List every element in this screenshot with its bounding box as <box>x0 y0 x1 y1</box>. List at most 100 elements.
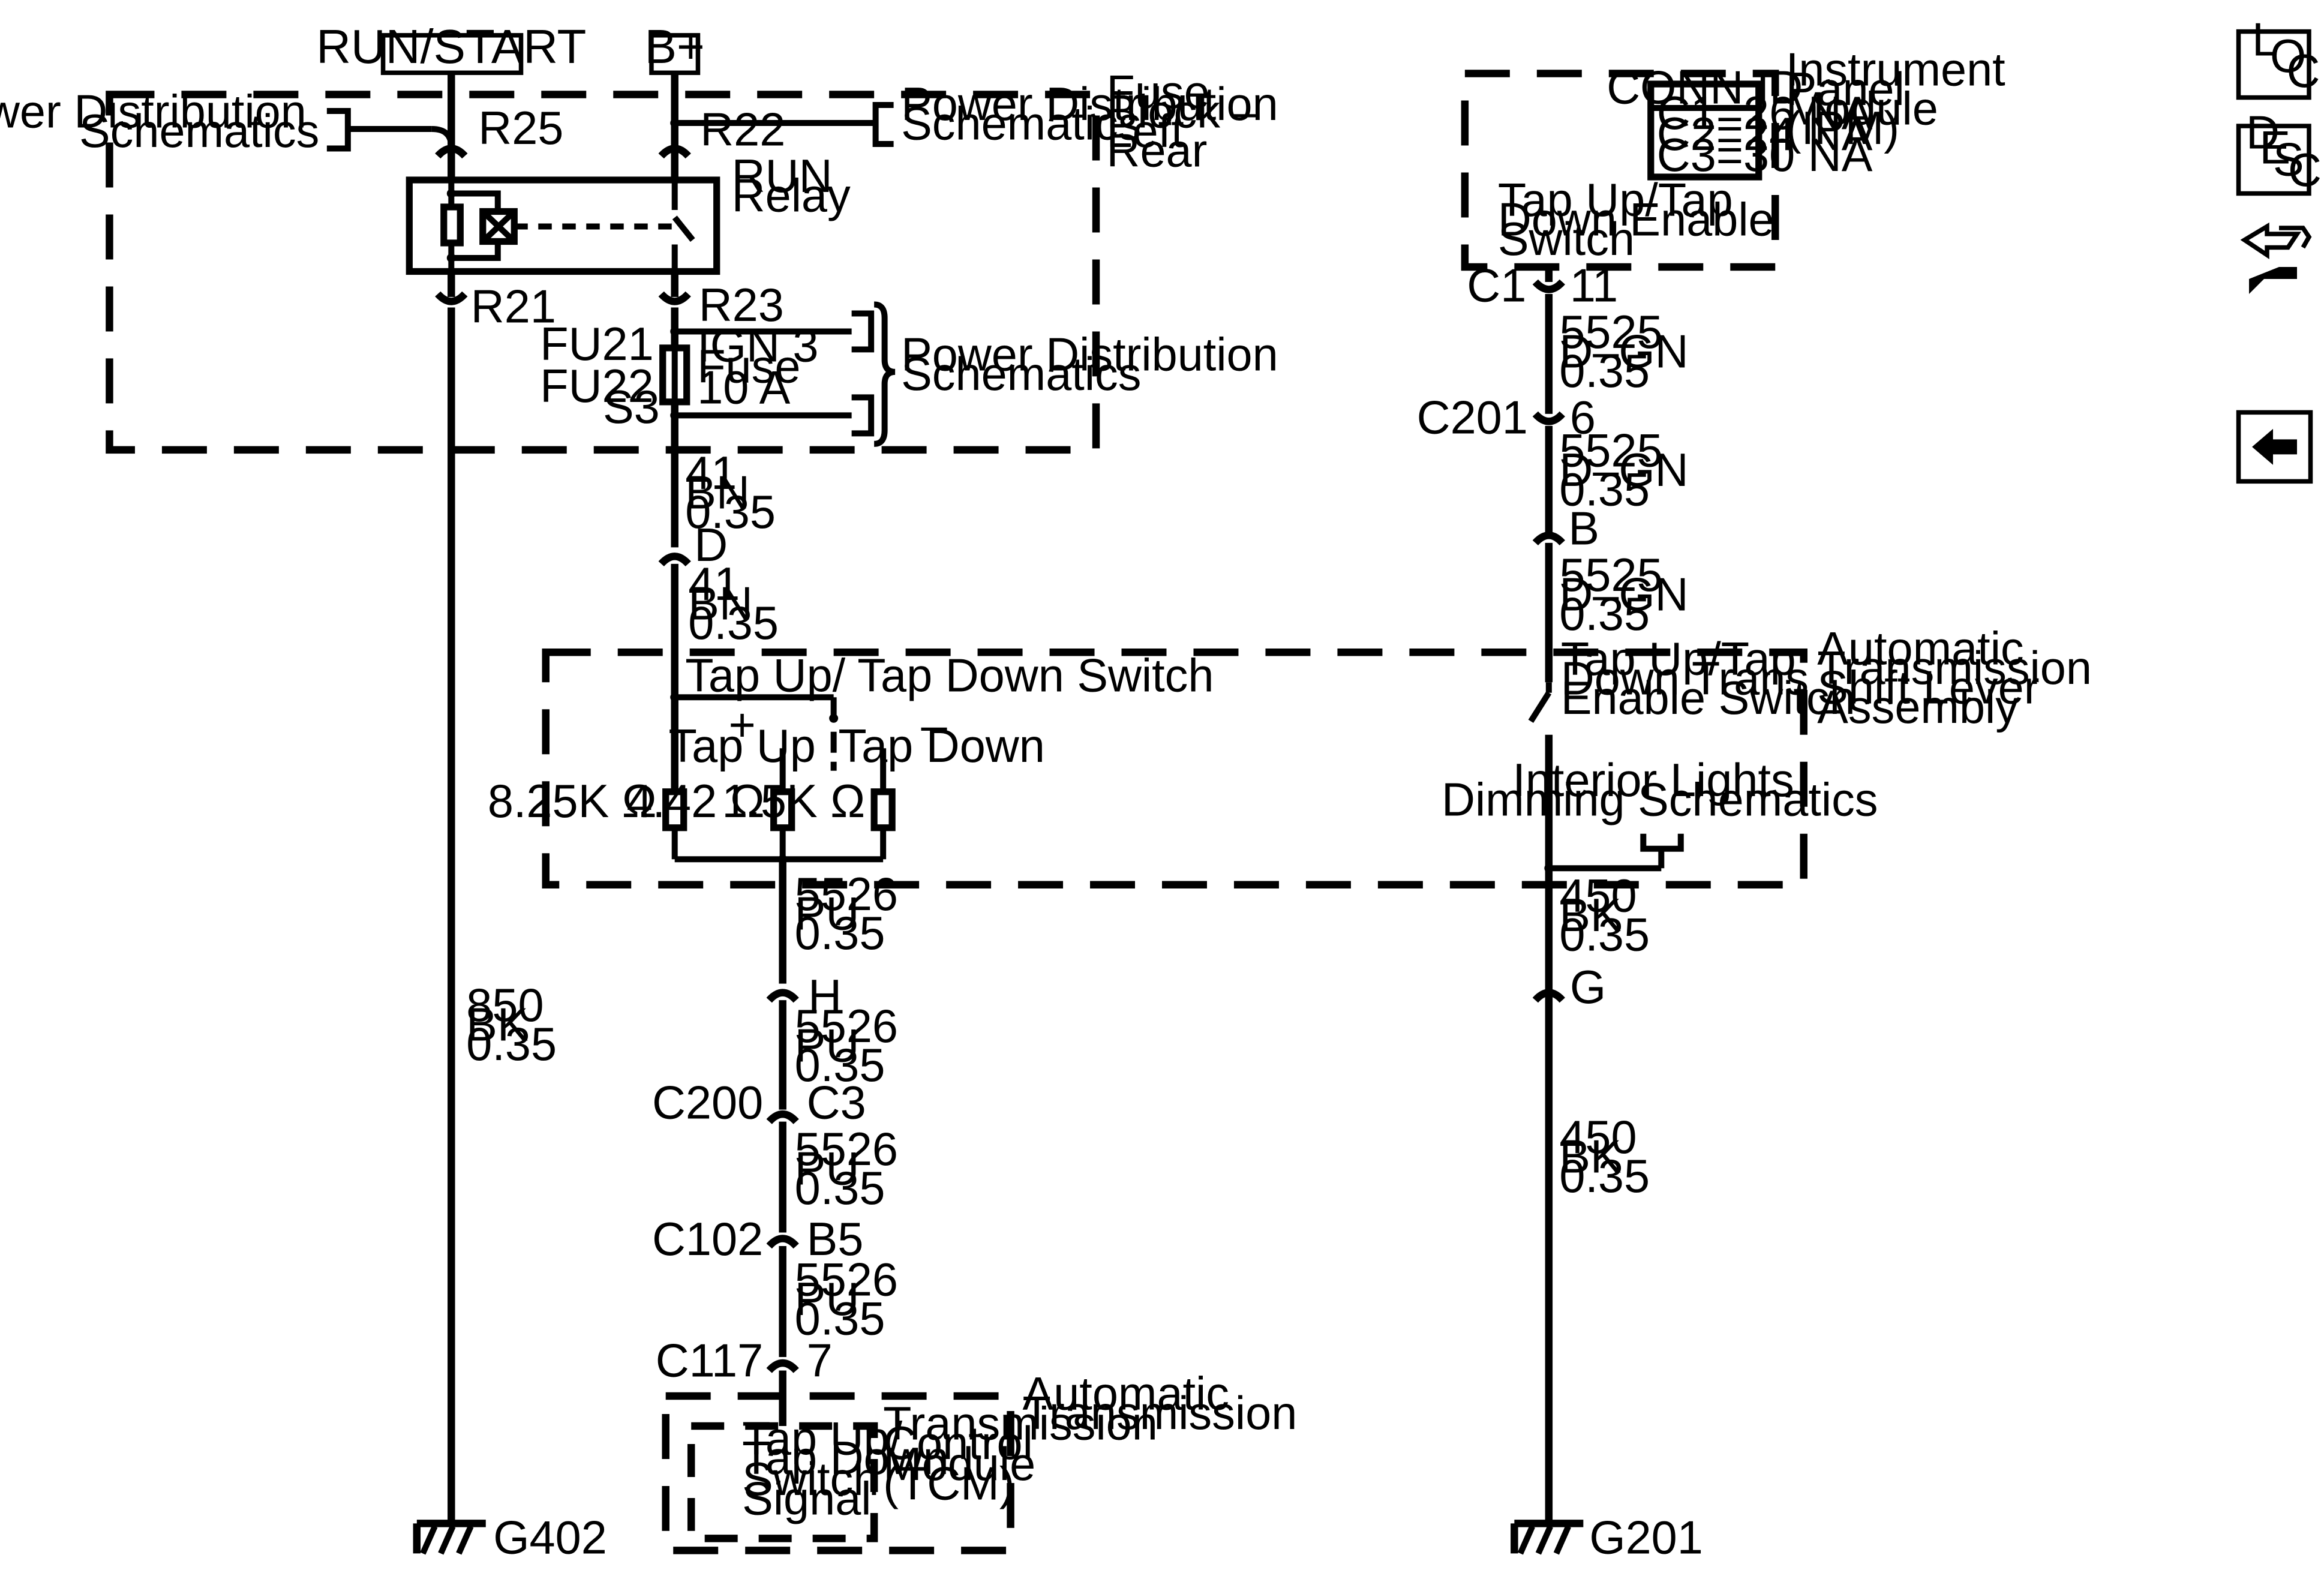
terminal-r21: R21 <box>471 281 556 332</box>
conn-id-row: C2=24 NA <box>1657 109 1873 160</box>
ground-g201: G201 <box>1589 1512 1703 1563</box>
resistor-4-42-label: 4.42 Ω <box>626 776 764 827</box>
ipm-label: Instrument Panel Module (IPM) <box>1786 44 2019 154</box>
connector-g-pin: G <box>1570 962 1606 1013</box>
run-start-power-tag: RUN/START <box>316 20 586 76</box>
connector-b-symbol <box>1532 532 1565 546</box>
connector-c200-pin: C3 <box>807 1077 866 1129</box>
enable-switch-label: Tap Up/Tap Down Trans Enable Switch <box>1561 634 1855 724</box>
connector-c1-symbol <box>1532 279 1565 293</box>
interior-lights-ref: Interior Lights Dimming Schematics <box>1442 755 1878 825</box>
resistor-1-5k-icon <box>870 788 896 831</box>
pds-ref-fuse: Power Distribution Schematics <box>901 329 1291 400</box>
resistor-8-25k-icon <box>662 788 687 831</box>
wire-5526-label-a: 5526 PU 0.35 <box>795 869 911 959</box>
fuse-ref-fu21: FU21 <box>540 319 653 370</box>
wire-5525-label-a: 5525 D–GN 0.35 <box>1559 307 1701 397</box>
automatic-transmission-outline <box>662 1392 1014 1554</box>
pds-ref-left: Power Distribution Schematics <box>0 86 319 157</box>
conn-id-row: C3=30 NA <box>1657 130 1873 181</box>
wire-450-label-a: 450 BK 0.35 <box>1559 870 1650 961</box>
wire-5526-label-b: 5526 PU 0.35 <box>795 1001 911 1091</box>
ipm-outline <box>1461 70 1779 271</box>
tap-down-label: Tap Down <box>838 721 1045 772</box>
connector-c117-pin: 7 <box>807 1335 833 1386</box>
ground-g201-icon <box>1511 1520 1584 1555</box>
fuse-block-label: Fuse Block – Left Rear <box>1107 67 1272 176</box>
connector-d-pin: D <box>694 520 728 571</box>
auto-trans-label: Automatic Transmission <box>1023 1368 1298 1439</box>
ipm-switch-label: Tap Up/Tap Down Enable Switch <box>1498 175 1787 265</box>
loc-button[interactable]: L O C <box>2236 14 2320 100</box>
desc-letter: D <box>2246 107 2280 159</box>
connector-view-icon[interactable] <box>2240 222 2312 294</box>
connector-c102-name: C102 <box>652 1214 763 1265</box>
connector-d-symbol <box>658 553 691 567</box>
fuse-ref-fu22: FU22 <box>540 361 653 412</box>
connector-b-pin: B <box>1568 503 1599 554</box>
terminal-r22: R22 <box>700 104 785 156</box>
tap-switch-label: Tap Up/ Tap Down Switch <box>685 650 1214 701</box>
pds-r22-bracket <box>872 102 894 148</box>
connector-c1-name: C1 <box>1467 260 1526 311</box>
conn-id-row: C1=26 NA <box>1657 88 1873 139</box>
ground-g402: G402 <box>493 1512 607 1563</box>
desc-letter: E <box>2260 122 2291 174</box>
resistor-8-25k-label: 8.25K Ω <box>488 776 657 827</box>
connector-c117-symbol <box>766 1359 799 1373</box>
wire-450-label-b: 450 BK 0.35 <box>1559 1112 1650 1202</box>
wire-5526-label-d: 5526 PU 0.35 <box>795 1254 911 1345</box>
desc-letter: S <box>2273 134 2304 186</box>
terminal-r23: R23 <box>699 280 784 331</box>
loc-letter: O <box>2270 31 2306 82</box>
loc-letter: L <box>2252 14 2278 66</box>
desc-button[interactable]: D E S C <box>2236 107 2322 196</box>
interior-lights-bracket <box>1640 833 1684 852</box>
terminal-r23-symbol <box>658 291 691 305</box>
terminal-r21-symbol <box>435 291 468 305</box>
back-arrow-icon <box>2252 428 2298 465</box>
ground-g402-icon <box>413 1520 486 1555</box>
connector-g-symbol <box>1532 989 1565 1003</box>
conn-id-table: CONN ID C1=26 NA C2=24 NA C3=30 NA <box>1607 62 1872 181</box>
conn-id-header: CONN ID <box>1607 62 1803 114</box>
run-relay <box>406 75 720 297</box>
tcm-signal-label: Tap Up/ Tap Down Switch Signal <box>742 1413 962 1524</box>
terminal-s3: S3 <box>603 382 660 433</box>
fuse-block-outline <box>106 91 1100 454</box>
wire-850-label: 850 BK 0.35 <box>466 980 557 1070</box>
resistor-1-5k-label: 1.5K Ω <box>722 776 865 827</box>
connector-c1-pin: 11 <box>1570 260 1618 311</box>
connector-h-symbol <box>766 989 799 1003</box>
connector-c200-name: C200 <box>652 1077 763 1129</box>
connector-c201-symbol <box>1532 411 1565 425</box>
wire-5526-label-c: 5526 PU 0.35 <box>795 1124 911 1214</box>
desc-letter: C <box>2288 145 2322 196</box>
loc-letter: C <box>2287 46 2320 97</box>
shift-lever-assembly-outline <box>542 649 1807 888</box>
pds-left-bracket <box>326 108 351 152</box>
connector-c102-symbol <box>766 1235 799 1249</box>
tap-down-minus: – <box>921 700 948 751</box>
wire-5525-label-c: 5525 D–GN 0.35 <box>1559 550 1701 640</box>
shifter-label: Automatic Transmission Shift Lever Assem… <box>1817 623 2104 733</box>
wire-41-label-a: 41 BN 0.35 <box>685 448 776 538</box>
run-relay-label: RUN Relay <box>732 151 851 221</box>
enable-switch-contact <box>1528 691 1552 723</box>
connector-c201-name: C201 <box>1417 392 1528 443</box>
connector-c117-name: C117 <box>656 1335 763 1386</box>
b-plus-label: B+ <box>645 20 705 73</box>
terminal-r25: R25 <box>478 103 563 154</box>
tcm-label: Transmission Control Module (TCM) <box>883 1398 1170 1509</box>
ign3-fuse-label: IGN 3 Fuse 10 A <box>697 320 831 413</box>
wire-41-label-b: 41 BN 0.35 <box>688 559 779 649</box>
tcm-outline <box>687 1422 878 1542</box>
pds-ref-r22: Power Distribution Schematics <box>901 79 1291 149</box>
connector-c201-pin: 6 <box>1570 392 1596 443</box>
wire-5525-label-b: 5525 D–GN 0.35 <box>1559 425 1701 515</box>
back-button[interactable] <box>2236 410 2313 484</box>
tap-up-label: Tap Up <box>668 721 815 772</box>
pds-fuse-bracket-top <box>851 310 875 353</box>
run-start-label: RUN/START <box>316 20 586 73</box>
